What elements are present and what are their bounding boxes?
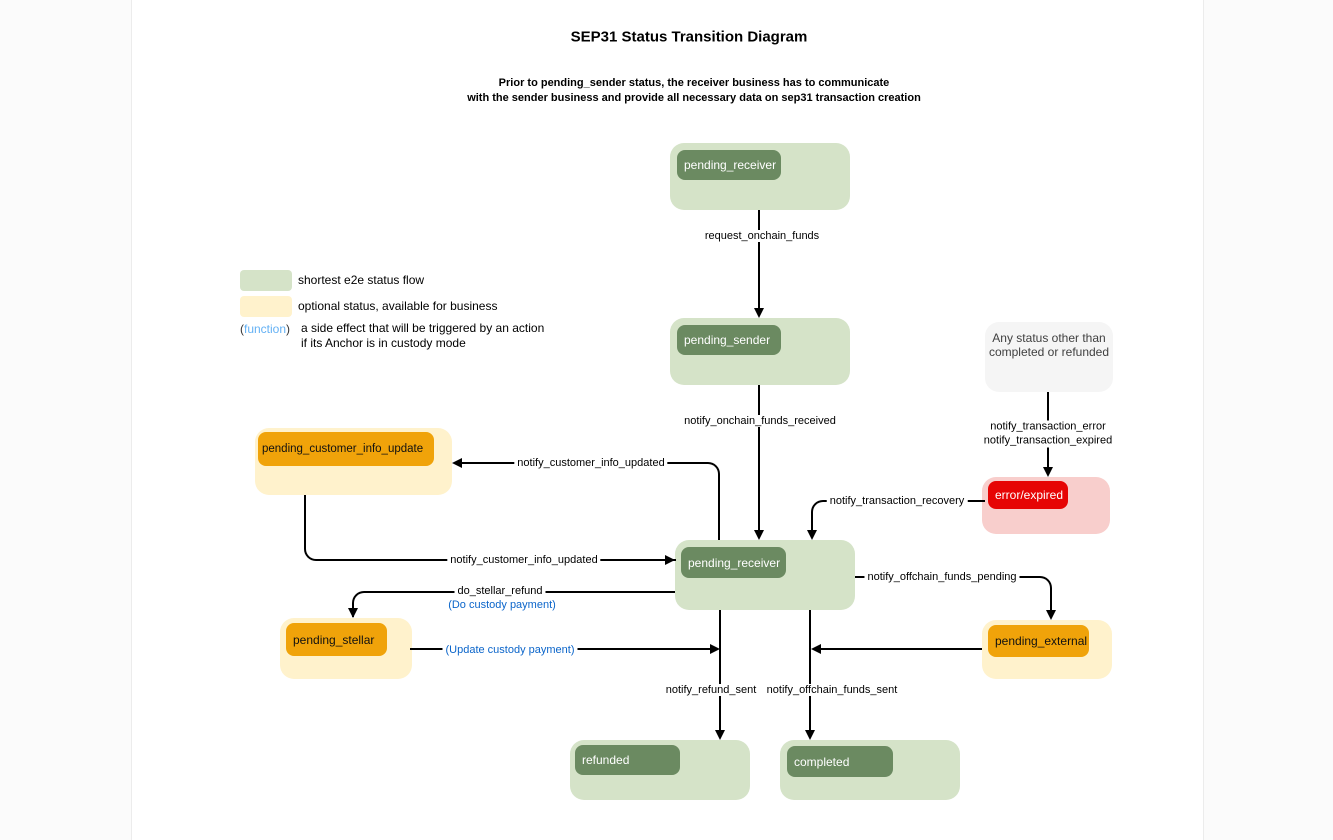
arrowhead-notify-offchain-funds-sent <box>805 730 815 740</box>
state-badge-pending-stellar: pending_stellar <box>286 623 387 656</box>
legend-swatch-optional-status <box>240 296 292 317</box>
state-badge-error-expired: error/expired <box>988 481 1068 509</box>
state-badge-pending-receiver-mid: pending_receiver <box>681 547 786 578</box>
arrowhead-notify-offchain-funds-pending <box>1046 610 1056 620</box>
right-margin-band <box>1203 0 1333 840</box>
edge-label-request-onchain-funds: request_onchain_funds <box>701 230 823 242</box>
legend-swatch-shortest-flow <box>240 270 292 291</box>
state-badge-pending-external: pending_external <box>988 625 1089 657</box>
subtitle-line-2: with the sender business and provide all… <box>467 91 921 104</box>
arrowhead-notify-customer-info-updated-lower <box>665 555 675 565</box>
function-paren-close: ) <box>286 322 291 336</box>
any-status-text: Any status other than completed or refun… <box>985 331 1113 359</box>
node-refunded: refunded <box>570 740 750 800</box>
state-badge-pending-receiver-top: pending_receiver <box>677 150 781 180</box>
arrowhead-update-custody-payment <box>710 644 720 654</box>
edge-label-do-custody-payment: (Do custody payment) <box>445 599 559 611</box>
edge-notify-customer-info-updated-lower-line <box>304 495 676 561</box>
edge-label-notify-refund-sent: notify_refund_sent <box>662 684 760 696</box>
node-pending-customer-info-update: pending_customer_info_update <box>255 428 452 495</box>
edge-label-update-custody-payment: (Update custody payment) <box>442 644 578 656</box>
arrowhead-notify-transaction-recovery <box>807 530 817 540</box>
legend-function-description: a side effect that will be triggered by … <box>301 321 544 350</box>
edge-label-transaction-error: notify_transaction_error notify_transact… <box>980 420 1116 448</box>
node-any-status: Any status other than completed or refun… <box>985 322 1113 392</box>
node-pending-receiver-mid: pending_receiver <box>675 540 855 610</box>
arrowhead-transaction-error <box>1043 467 1053 477</box>
subtitle-line-1: Prior to pending_sender status, the rece… <box>498 77 890 89</box>
edge-label-notify-transaction-expired: notify_transaction_expired <box>983 434 1113 446</box>
function-word: function <box>244 322 287 336</box>
any-status-line-2: completed or refunded <box>988 345 1110 359</box>
diagram-title: SEP31 Status Transition Diagram <box>570 28 808 46</box>
node-pending-stellar: pending_stellar <box>280 618 412 679</box>
state-badge-pending-customer-info-update: pending_customer_info_update <box>258 432 434 466</box>
legend-function-desc-line-1: a side effect that will be triggered by … <box>301 321 545 335</box>
any-status-line-1: Any status other than <box>992 331 1106 345</box>
edge-label-notify-customer-info-updated-lower: notify_customer_info_updated <box>447 554 601 566</box>
state-badge-completed: completed <box>787 746 893 777</box>
function-paren-open: ( <box>240 322 244 336</box>
legend-label-optional-status: optional status, available for business <box>298 299 498 313</box>
arrowhead-notify-refund-sent <box>715 730 725 740</box>
edge-label-notify-customer-info-updated-upper: notify_customer_info_updated <box>514 457 668 469</box>
edge-label-notify-offchain-funds-sent: notify_offchain_funds_sent <box>763 684 901 696</box>
edge-label-do-stellar-refund: do_stellar_refund <box>454 585 546 597</box>
arrowhead-request-onchain-funds <box>754 308 764 318</box>
left-margin-band <box>0 0 132 840</box>
state-badge-pending-sender: pending_sender <box>677 325 781 355</box>
state-badge-refunded: refunded <box>575 745 680 775</box>
edge-label-notify-transaction-recovery: notify_transaction_recovery <box>826 495 968 507</box>
edge-label-notify-onchain-funds-received: notify_onchain_funds_received <box>681 415 839 427</box>
legend-function-token: (function) <box>240 322 290 336</box>
node-pending-external: pending_external <box>982 620 1112 679</box>
legend-label-shortest-flow: shortest e2e status flow <box>298 273 425 287</box>
edge-label-notify-transaction-error: notify_transaction_error <box>990 420 1106 433</box>
node-completed: completed <box>780 740 960 800</box>
edge-pending-external-return-line <box>821 648 982 650</box>
node-error-expired: error/expired <box>982 477 1110 534</box>
diagram-subtitle: Prior to pending_sender status, the rece… <box>467 76 921 105</box>
node-pending-sender: pending_sender <box>670 318 850 385</box>
edge-notify-refund-sent-line <box>719 610 721 732</box>
edge-label-notify-offchain-funds-pending: notify_offchain_funds_pending <box>864 571 1020 583</box>
arrowhead-notify-onchain-funds-received <box>754 530 764 540</box>
edge-notify-offchain-funds-sent-line <box>809 610 811 732</box>
arrowhead-pending-external-return <box>811 644 821 654</box>
node-pending-receiver-top: pending_receiver <box>670 143 850 210</box>
legend-function-desc-line-2: if its Anchor is in custody mode <box>301 335 466 350</box>
edge-notify-onchain-funds-received-line <box>758 385 760 532</box>
edge-request-onchain-funds-line <box>758 210 760 312</box>
arrowhead-notify-customer-info-updated-upper <box>452 458 462 468</box>
arrowhead-do-stellar-refund <box>348 608 358 618</box>
